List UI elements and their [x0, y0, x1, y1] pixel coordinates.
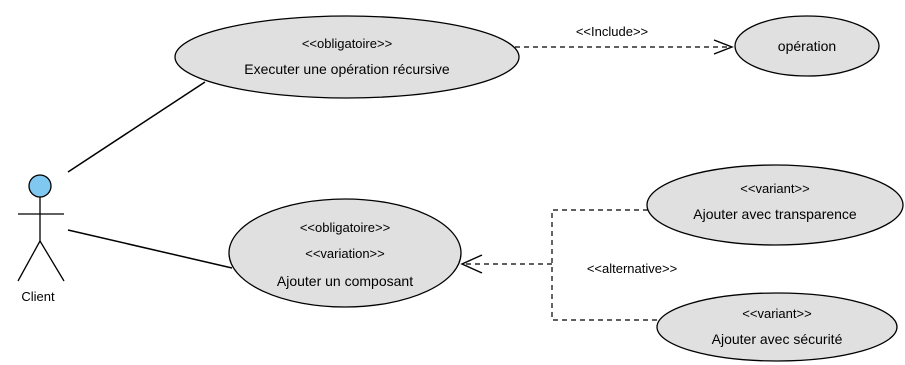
use-case-securite-shape [656, 292, 898, 362]
actor-head [28, 174, 52, 198]
use-case-securite-label: Ajouter avec sécurité [712, 331, 843, 347]
use-case-executer-stereotype: <<obligatoire>> [302, 36, 392, 51]
use-case-transparence: <<variant>> Ajouter avec transparence [646, 164, 904, 246]
alternative-branch-top [551, 209, 660, 321]
use-case-executer-label: Executer une opération récursive [244, 61, 450, 77]
use-case-ajouter: <<obligatoire>> <<variation>> Ajouter un… [228, 198, 462, 308]
include-label: <<Include>> [576, 24, 648, 39]
use-case-ajouter-label: Ajouter un composant [277, 273, 413, 289]
use-case-securite-stereotype: <<variant>> [742, 306, 811, 321]
use-case-transparence-label: Ajouter avec transparence [693, 206, 857, 222]
use-case-executer-shape [174, 15, 520, 99]
actor-right-leg [39, 240, 65, 282]
alternative-arrowhead [460, 254, 483, 274]
use-case-transparence-stereotype: <<variant>> [740, 181, 809, 196]
include-arrowhead [713, 39, 734, 55]
association-client-executer [67, 81, 206, 173]
use-case-transparence-shape [646, 164, 904, 246]
use-case-ajouter-stereotype-1: <<obligatoire>> [300, 220, 390, 235]
use-case-operation-label: opération [778, 38, 836, 54]
alternative-label: <<alternative>> [587, 261, 677, 276]
use-case-executer: <<obligatoire>> Executer une opération r… [174, 15, 520, 99]
use-case-ajouter-shape [228, 198, 462, 308]
actor-client: Client [17, 174, 65, 304]
use-case-operation-shape [734, 15, 880, 77]
use-case-securite: <<variant>> Ajouter avec sécurité [656, 292, 898, 362]
actor-left-leg [17, 240, 41, 282]
use-case-ajouter-stereotype-2: <<variation>> [305, 246, 385, 261]
use-case-operation: opération [734, 15, 880, 77]
actor-label: Client [21, 289, 55, 304]
association-client-ajouter [67, 229, 233, 269]
